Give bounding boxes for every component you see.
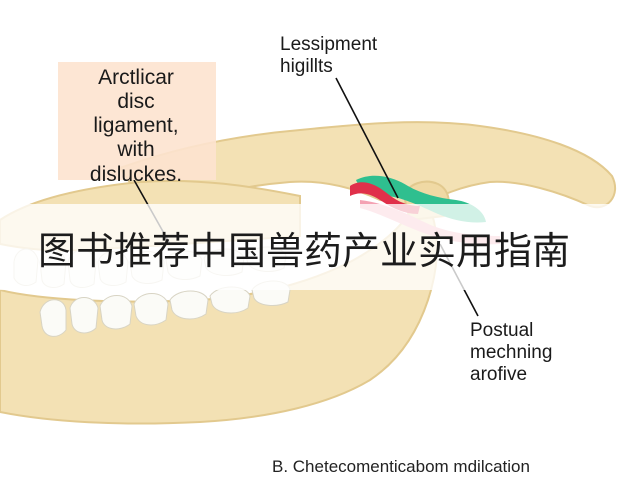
leader-line-lessipment — [335, 77, 399, 199]
overlay-banner — [0, 204, 640, 290]
label-arctlicar-disc-ligament: Arctlicar disc ligament, with disluckes. — [89, 66, 183, 186]
figure-caption: B. Chetecomenticabom mdilcation — [272, 457, 530, 476]
callout-box — [58, 62, 216, 180]
label-postual-mechning: Postual mechning arofive — [470, 320, 553, 385]
banner-text: 图书推荐中国兽药产业实用指南 — [38, 229, 571, 273]
label-lessipment-higillts: Lessipment higillts — [280, 34, 378, 77]
